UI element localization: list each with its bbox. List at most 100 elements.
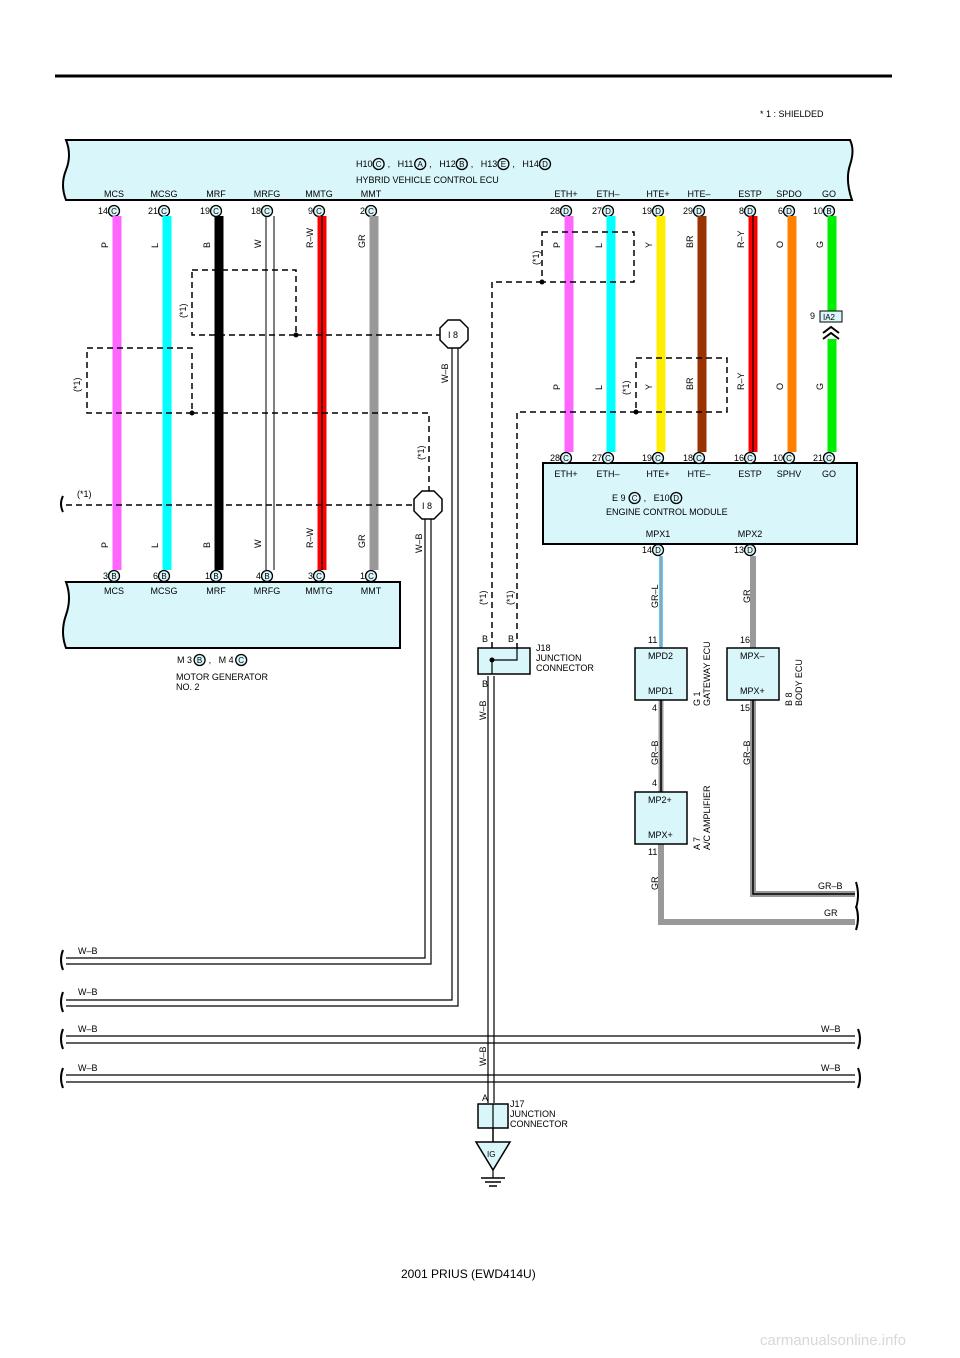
pin-label: ETH+ bbox=[554, 469, 577, 479]
svg-text:C: C bbox=[655, 454, 661, 463]
junction-i8-lower: I 8 bbox=[413, 490, 443, 520]
bus-label-grb: GR–B bbox=[818, 881, 843, 891]
svg-text:B: B bbox=[161, 572, 166, 581]
svg-text:D: D bbox=[747, 546, 753, 555]
wire-color-label: Y bbox=[644, 242, 654, 248]
pin-label: HTE– bbox=[687, 189, 710, 199]
connector-code: E 9 bbox=[612, 493, 626, 503]
svg-text:J18: J18 bbox=[536, 643, 551, 653]
wire-color-label: R–W bbox=[305, 227, 315, 248]
pin-connector-badge: B bbox=[822, 204, 836, 218]
connector-code: E10 bbox=[654, 493, 670, 503]
pin-connector-badge: C bbox=[107, 204, 121, 218]
pin-number: 27 bbox=[592, 453, 602, 463]
ecm-name: ENGINE CONTROL MODULE bbox=[606, 507, 728, 517]
junction-i8-upper: I 8 bbox=[439, 319, 469, 349]
pin-label: ETH– bbox=[596, 469, 619, 479]
wire-color-label: GR bbox=[357, 234, 367, 248]
connector-code-badge: C bbox=[628, 491, 641, 505]
pin-label: GO bbox=[822, 189, 836, 199]
svg-text:GR–B: GR–B bbox=[742, 740, 752, 765]
connector-code-badge: D bbox=[538, 157, 552, 171]
pin-number: 1 bbox=[205, 571, 210, 581]
pin-label: HTE– bbox=[687, 469, 710, 479]
svg-text:D: D bbox=[542, 160, 548, 169]
pin-number: 16 bbox=[734, 453, 744, 463]
shield-mark: (*1) bbox=[178, 303, 188, 318]
pin-label: MPX1 bbox=[646, 529, 671, 539]
pin-label: MCSG bbox=[151, 586, 178, 596]
svg-text:W–B: W–B bbox=[821, 1063, 841, 1073]
svg-text:GR–B: GR–B bbox=[650, 740, 660, 765]
wire-color-label: G bbox=[815, 383, 825, 390]
pin-connector-badge: B bbox=[260, 569, 274, 583]
shield-dots bbox=[189, 279, 639, 416]
engine-ecu-box bbox=[542, 462, 858, 545]
pin-label: HTE+ bbox=[646, 189, 669, 199]
connector-code: M 3 bbox=[177, 655, 192, 665]
svg-text:D: D bbox=[563, 207, 569, 216]
footer-model: 2001 PRIUS (EWD414U) bbox=[401, 1267, 536, 1281]
svg-text:BODY ECU: BODY ECU bbox=[794, 659, 804, 706]
svg-text:C: C bbox=[632, 494, 638, 503]
svg-text:D: D bbox=[696, 207, 702, 216]
svg-text:C: C bbox=[368, 207, 374, 216]
pin-connector-badge: C bbox=[312, 569, 326, 583]
svg-text:GATEWAY ECU: GATEWAY ECU bbox=[702, 641, 712, 706]
pin-number: 1 bbox=[360, 571, 365, 581]
svg-text:C: C bbox=[605, 454, 611, 463]
pin-connector-badge: B bbox=[209, 569, 223, 583]
shield-note: * 1 : SHIELDED bbox=[760, 109, 824, 119]
svg-text:JUNCTION: JUNCTION bbox=[536, 653, 582, 663]
connector-code-badge: B bbox=[193, 653, 206, 667]
pin-connector-badge: B bbox=[157, 569, 171, 583]
svg-text:A: A bbox=[482, 1093, 488, 1103]
svg-text:W–B: W–B bbox=[78, 946, 98, 956]
pin-number: 27 bbox=[592, 206, 602, 216]
pin-label: ESTP bbox=[738, 189, 762, 199]
wire-color-label: W bbox=[253, 239, 263, 248]
ground-symbol: IG bbox=[474, 1141, 512, 1187]
svg-text:D: D bbox=[747, 207, 753, 216]
mpx-bus-wires bbox=[658, 556, 855, 925]
wire-color-label: L bbox=[150, 243, 160, 248]
pin-connector-badge: C bbox=[559, 451, 573, 465]
svg-text:C: C bbox=[316, 572, 322, 581]
pin-number: 4 bbox=[256, 571, 261, 581]
wire-color-label: L bbox=[594, 243, 604, 248]
bus-label-gr: GR bbox=[824, 908, 838, 918]
pin-connector-badge: D bbox=[743, 204, 757, 218]
separator: , bbox=[512, 159, 515, 169]
svg-text:B: B bbox=[482, 634, 488, 644]
pin-number: 28 bbox=[550, 206, 560, 216]
wire-color-label: BR bbox=[685, 235, 695, 248]
pin-label: MMT bbox=[361, 189, 382, 199]
svg-text:11: 11 bbox=[648, 635, 657, 645]
svg-text:A: A bbox=[418, 160, 424, 169]
connector-code-badge: D bbox=[670, 491, 683, 505]
svg-text:MPX–: MPX– bbox=[740, 651, 765, 661]
svg-text:MPX+: MPX+ bbox=[740, 686, 765, 696]
pin-connector-badge: C bbox=[312, 204, 326, 218]
wb-lines bbox=[66, 348, 855, 1103]
separator: , bbox=[471, 159, 474, 169]
pin-number: 2 bbox=[360, 206, 365, 216]
pin-number: 28 bbox=[550, 453, 560, 463]
pin-label: SPHV bbox=[777, 469, 802, 479]
svg-text:B: B bbox=[264, 572, 269, 581]
separator: , bbox=[388, 159, 391, 169]
svg-text:C: C bbox=[696, 454, 702, 463]
wire-color-label: P bbox=[552, 242, 562, 248]
svg-text:9: 9 bbox=[810, 311, 815, 321]
watermark: carmanualsonline.info bbox=[760, 1332, 906, 1349]
svg-text:B: B bbox=[482, 679, 488, 689]
svg-text:B: B bbox=[826, 207, 831, 216]
svg-text:I 8: I 8 bbox=[422, 501, 432, 511]
shield-mark: (*1) bbox=[416, 445, 426, 460]
j17-connector: A J17 JUNCTION CONNECTOR bbox=[477, 1093, 568, 1142]
